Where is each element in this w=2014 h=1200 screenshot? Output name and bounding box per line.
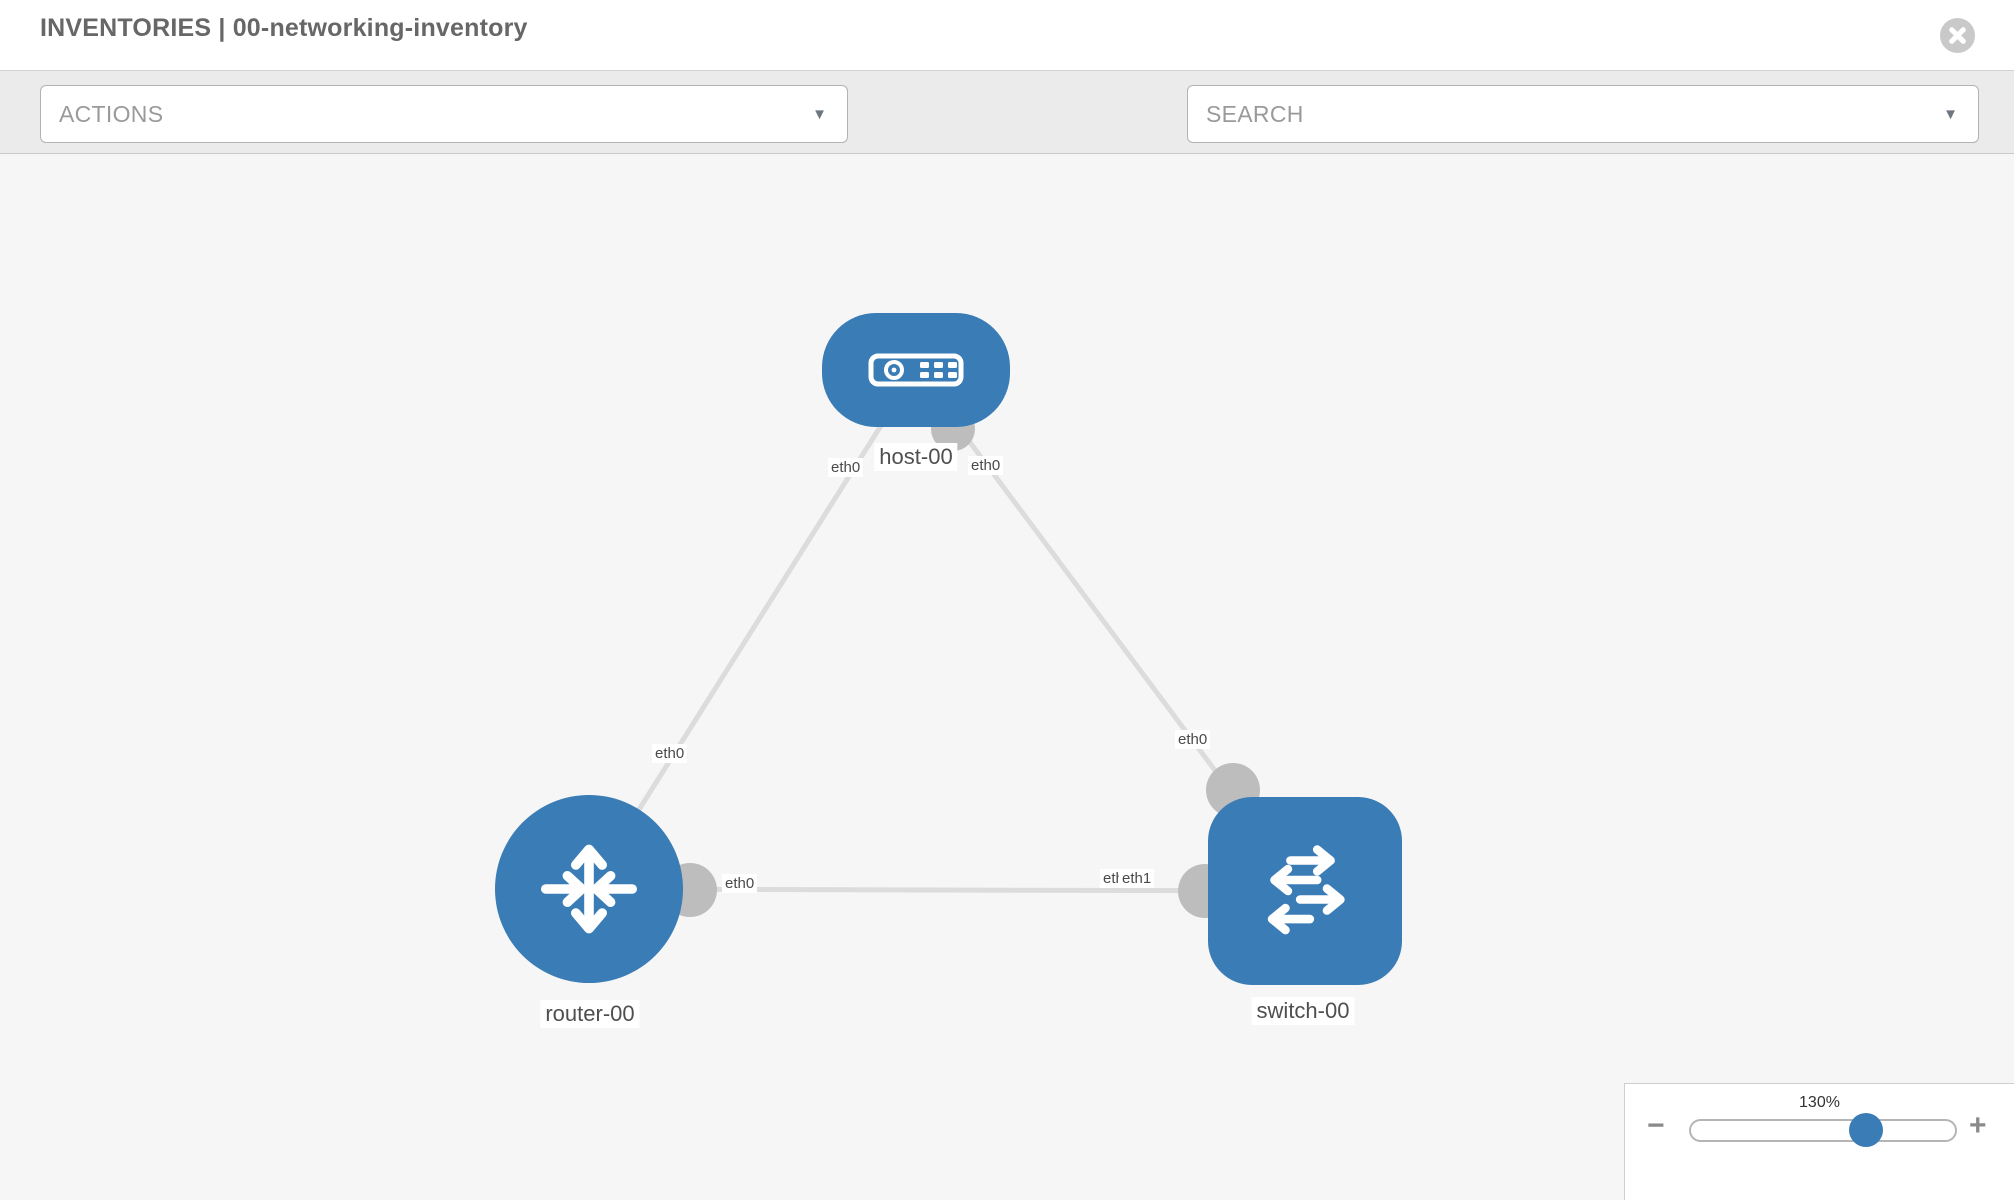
node-label-switch: switch-00	[1251, 997, 1355, 1025]
topology-canvas[interactable]: host-00 router-00 switch-00 eth0 eth0 et…	[0, 154, 2014, 1200]
node-switch-00[interactable]	[1208, 797, 1402, 985]
link-host-router[interactable]	[586, 368, 919, 891]
actions-dropdown-label: ACTIONS	[59, 100, 164, 127]
iface-label-switch-eth1: eth1	[1119, 869, 1155, 888]
page-title: INVENTORIES | 00-networking-inventory	[40, 14, 528, 42]
toolbar: ACTIONS ▼ SEARCH ▼	[0, 70, 2014, 200]
node-label-host: host-00	[874, 443, 958, 471]
switch-icon	[1267, 845, 1345, 935]
router-icon	[541, 844, 637, 934]
link-layer	[586, 368, 1308, 918]
close-icon	[1949, 27, 1966, 44]
close-button[interactable]	[1940, 18, 1975, 53]
zoom-in-button[interactable]: +	[1969, 1109, 1987, 1142]
iface-label-router-eth0: eth0	[722, 874, 758, 893]
host-icon	[868, 353, 964, 387]
iface-label-host-eth0-right: eth0	[968, 456, 1004, 475]
search-dropdown[interactable]: SEARCH ▼	[1187, 85, 1979, 143]
zoom-level-label: 130%	[1799, 1094, 1840, 1111]
iface-label-host-eth0-left: eth0	[828, 458, 864, 477]
zoom-slider[interactable]	[1689, 1113, 1957, 1147]
header-bar: INVENTORIES | 00-networking-inventory	[0, 0, 2014, 70]
caret-down-icon: ▼	[1943, 105, 1958, 123]
node-host-00[interactable]	[822, 313, 1010, 427]
node-router-00[interactable]	[495, 795, 683, 983]
caret-down-icon: ▼	[812, 105, 827, 123]
zoom-slider-thumb[interactable]	[1849, 1113, 1883, 1147]
search-dropdown-label: SEARCH	[1206, 100, 1304, 127]
iface-label-switch-link-eth0: eth0	[1175, 730, 1211, 749]
zoom-panel: 130% − +	[1624, 1083, 2014, 1200]
zoom-out-button[interactable]: −	[1647, 1109, 1665, 1142]
actions-dropdown[interactable]: ACTIONS ▼	[40, 85, 848, 143]
node-label-router: router-00	[540, 1000, 640, 1028]
iface-label-router-link-eth0: eth0	[652, 744, 688, 763]
